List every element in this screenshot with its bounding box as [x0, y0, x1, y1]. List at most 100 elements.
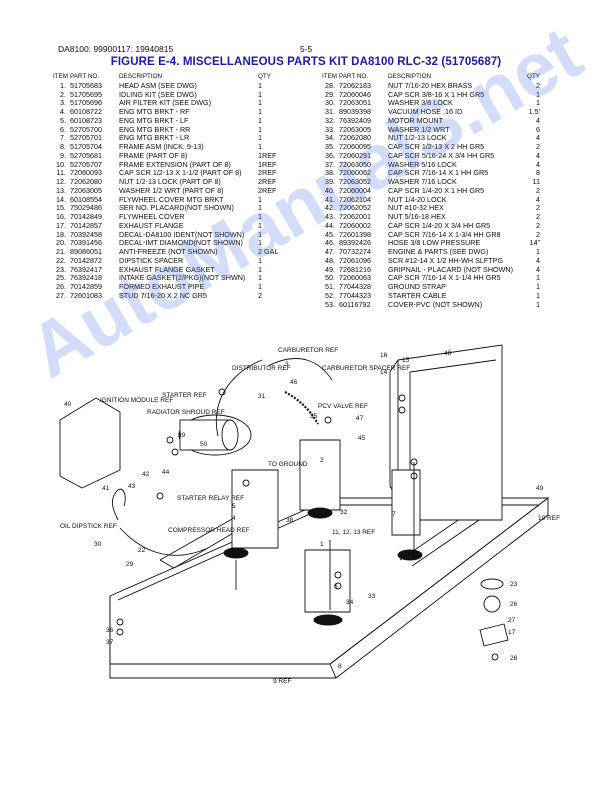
callout-number: 2 [320, 457, 324, 464]
part-description: WASHER 3/8 LOCK [388, 98, 453, 108]
figure-callouts: CARBURETOR REF CARBURETOR SPACER REF DIS… [60, 347, 560, 685]
part-number: 70142859 [70, 282, 102, 291]
item-number: 25. [56, 273, 66, 283]
part-number: 52705681 [70, 150, 102, 160]
part-description: DIPSTICK SPACER [119, 255, 184, 265]
part-number: 72063050 [339, 159, 371, 169]
part-description: CAP SCR 7/16-14 X 1-3/4 HH GR8 [388, 229, 501, 239]
part-description: EXHAUST FLANGE [119, 220, 184, 230]
quantity: 2REF [258, 177, 277, 186]
part-number: 72060002 [339, 220, 371, 230]
callout-number: 27 [508, 617, 516, 624]
quantity: 1 [258, 133, 262, 143]
part-number: 72060004 [339, 185, 371, 195]
label-starter: STARTER REF [162, 392, 207, 399]
part-number: 72060063 [339, 273, 371, 283]
part-description: STARTER CABLE [388, 290, 447, 300]
quantity: 2 [258, 290, 262, 300]
item-number: 44. [325, 220, 335, 230]
item-number: 21. [56, 247, 66, 256]
part-description: ENG MTG BRKT - RF [119, 107, 190, 116]
part-description: DECAL-DA8100 IDENT(NOT SHOWN) [119, 229, 245, 239]
part-number: 72601083 [70, 290, 102, 300]
part-description: IDLING KIT (SEE DWG) [119, 89, 197, 99]
quantity: 2 [536, 185, 540, 195]
part-description: FRAME ASM (INCK: 9-13) [119, 142, 204, 151]
callout-number: 22 [138, 547, 146, 554]
part-description: SCR #12-14 X 1/2 HH-WH SLFTPG [388, 255, 504, 265]
label-oil-dipstick: OIL DIPSTICK REF [60, 523, 117, 530]
item-number: 16. [56, 212, 66, 221]
part-number: 72060046 [339, 89, 371, 99]
part-description: HOSE 3/8 LOW PRESSURE [388, 238, 481, 248]
item-number: 12. [56, 177, 66, 186]
part-number: 77044328 [339, 282, 371, 291]
part-number: 76392409 [339, 115, 371, 125]
part-number: 76392418 [70, 273, 102, 283]
callout-number: 50 [200, 441, 208, 448]
quantity: 4 [536, 194, 540, 204]
item-number: 18. [56, 229, 66, 239]
part-number: 72060095 [339, 142, 371, 151]
callout-number: 42 [142, 471, 150, 478]
part-number: 72063005 [339, 124, 371, 134]
quantity: 14" [529, 238, 540, 248]
item-number: 11. [56, 168, 66, 178]
part-description: HEAD ASM (SEE DWG) [119, 80, 197, 90]
part-number: 60108722 [70, 107, 102, 116]
label-distributor: DISTRIBUTOR REF [232, 365, 291, 372]
part-description: INTAKE GASKET(2/PKG)(NOT SHWN) [119, 273, 246, 283]
part-number: 76392417 [70, 264, 102, 274]
quantity: 1 [258, 238, 262, 248]
part-number: 51705695 [70, 89, 102, 99]
quantity: 1 [258, 229, 262, 239]
item-number: 32. [325, 115, 335, 125]
item-number: 10. [56, 159, 66, 169]
callout-number: 1 [320, 541, 324, 548]
part-description: FRAME (PART OF 8) [119, 150, 188, 160]
callout-number: 37 [106, 639, 114, 646]
part-number: 72063051 [339, 98, 371, 108]
part-number: 72062001 [339, 212, 371, 221]
part-description: WASHER 5/16 LOCK [388, 159, 457, 169]
quantity: 1 [258, 115, 262, 125]
part-description: CAP SCR 1/4-20 X 1 HH GR5 [388, 185, 485, 195]
quantity: 1REF [258, 150, 277, 160]
part-number: 51705704 [70, 142, 102, 151]
parts-table-right: ITEM PART NO. DESCRIPTION QTY 28.7206218… [322, 73, 540, 309]
quantity: 2 [536, 80, 540, 90]
part-description: NUT 1/2-13 LOCK (PART OF 8) [119, 177, 221, 186]
col-desc: DESCRIPTION [119, 73, 163, 80]
part-description: CAP SCR 7/16-14 X 1-1/4 HH GR5 [388, 273, 501, 283]
quantity: 2 [536, 212, 540, 221]
part-number: 60108723 [70, 115, 102, 125]
part-number: 72060093 [70, 168, 102, 178]
part-number: 51705683 [70, 80, 102, 90]
part-description: CAP SCR 1/2-13 X 2 HH GR5 [388, 142, 485, 151]
item-number: 43. [325, 212, 335, 221]
item-number: 15. [56, 203, 66, 213]
part-number: 72062104 [339, 194, 371, 204]
part-number: 70142849 [70, 212, 102, 221]
col-item: ITEM [322, 73, 338, 80]
col-qty: QTY [258, 73, 271, 80]
quantity: 1 [536, 98, 540, 108]
part-number: 52705700 [70, 124, 102, 134]
